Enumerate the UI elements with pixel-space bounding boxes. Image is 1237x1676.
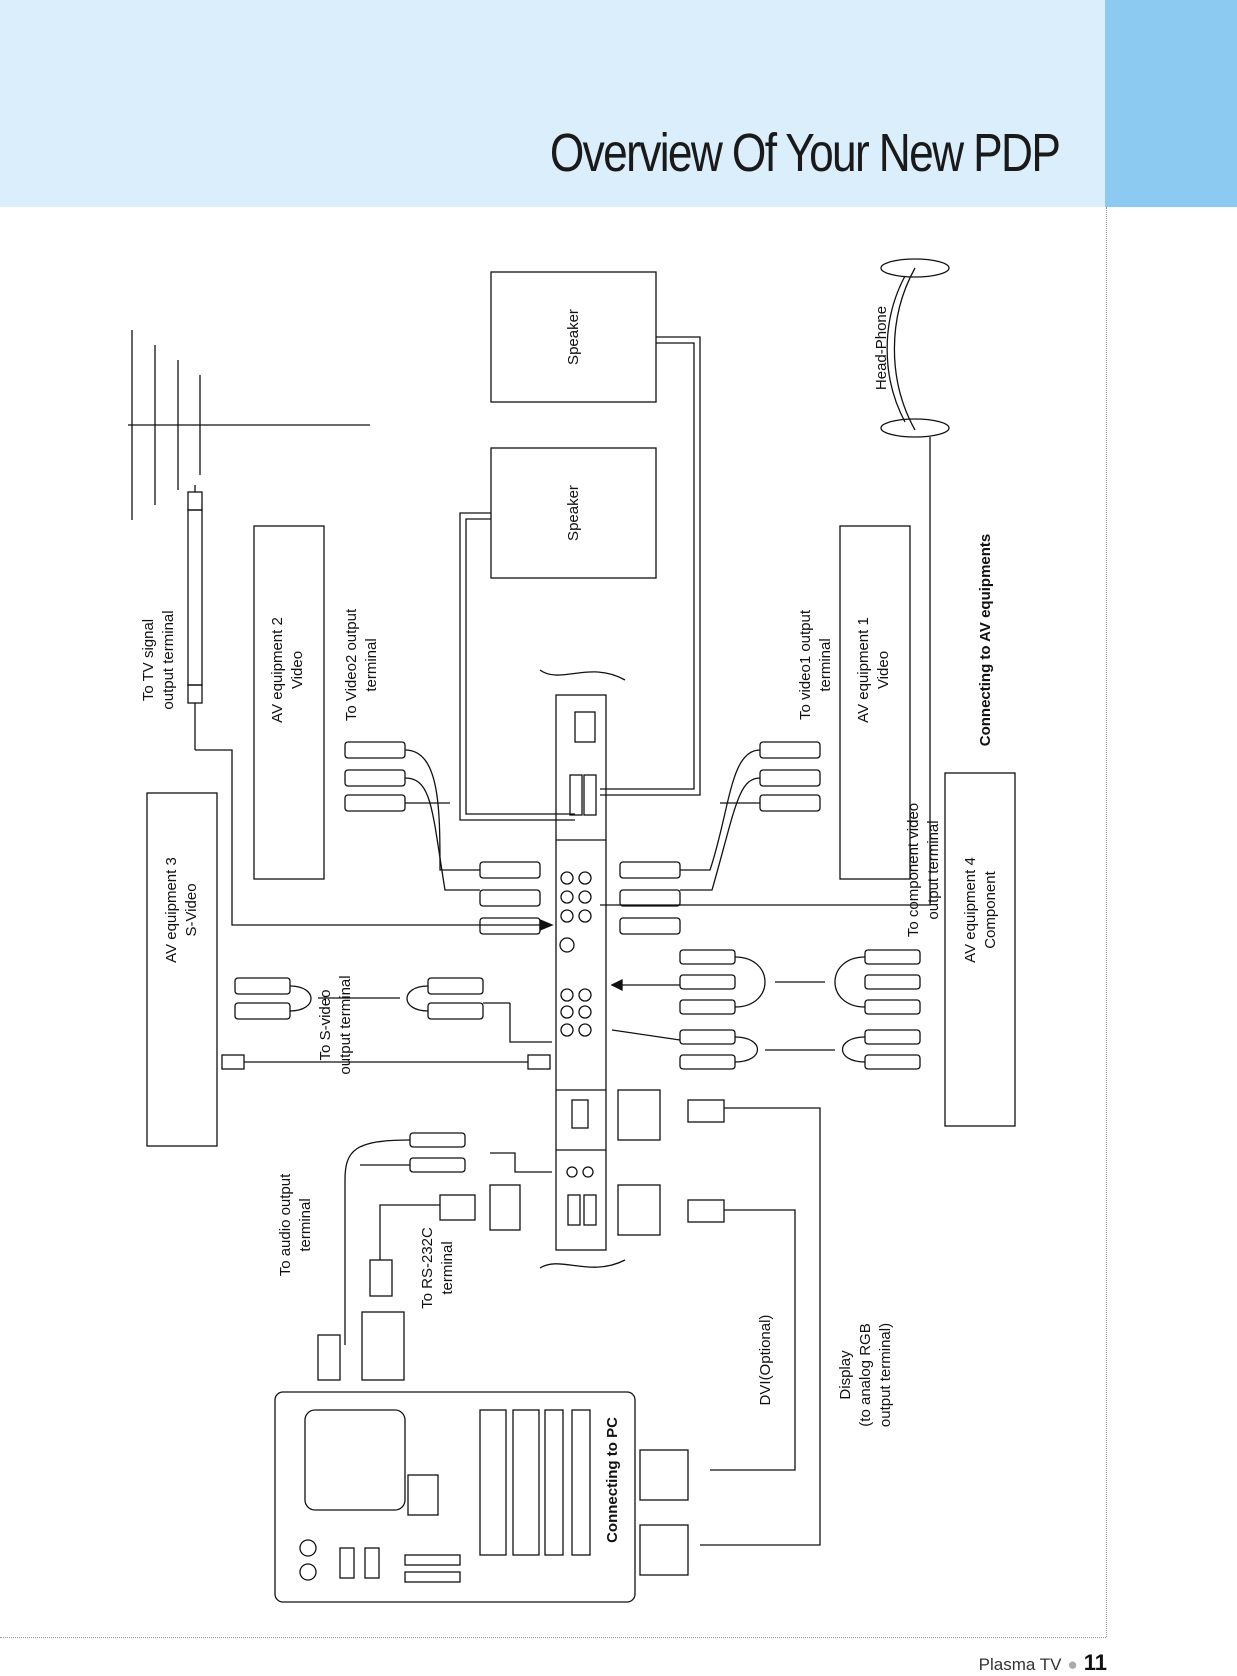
av3-svideo-cables	[221, 977, 552, 1070]
video2-label-2: terminal	[363, 638, 380, 691]
margin-divider-horizontal	[0, 1637, 1106, 1638]
av1-label-2: Video	[875, 651, 892, 689]
page-number: 11	[1083, 1650, 1107, 1675]
display-label-1: Display	[837, 1350, 854, 1400]
page-footer: Plasma TV ● 11	[979, 1650, 1107, 1676]
av4-label-2: Component	[982, 870, 999, 948]
connecting-av-title: Connecting to AV equipments	[977, 534, 994, 747]
header-band	[0, 0, 1105, 207]
svideo-label-1: To S-video	[317, 990, 334, 1061]
page-title: Overview Of Your New PDP	[549, 123, 1061, 183]
av3-label-1: AV equipment 3	[163, 857, 180, 963]
headphone-icon	[600, 258, 950, 906]
component-label-1: To component video	[905, 803, 922, 937]
footer-bullet: ●	[1067, 1655, 1078, 1674]
av1-label-1: AV equipment 1	[855, 617, 872, 723]
av2-rca-cables	[344, 741, 541, 935]
margin-divider-vertical	[1106, 207, 1107, 1637]
video1-label-1: To video1 output	[797, 609, 814, 720]
av4-label-1: AV equipment 4	[962, 857, 979, 963]
svideo-label-2: output terminal	[337, 975, 354, 1074]
connecting-pc-title: Connecting to PC	[604, 1417, 621, 1543]
pc-tower-icon	[274, 1391, 636, 1603]
component-label-2: output terminal	[925, 820, 942, 919]
av-equipment-1-box	[839, 525, 911, 880]
side-tab	[1105, 0, 1237, 207]
rs232-label-1: To RS-232C	[419, 1227, 436, 1309]
dvi-rgb-cables	[617, 1089, 821, 1576]
av2-label-2: Video	[289, 651, 306, 689]
tv-rear-panel	[539, 669, 626, 1269]
rs232-label-2: terminal	[439, 1241, 456, 1294]
footer-product: Plasma TV	[978, 1655, 1062, 1674]
antenna-icon	[128, 330, 370, 520]
video1-label-2: terminal	[817, 638, 834, 691]
av1-rca-cables	[619, 741, 821, 935]
audio-label-2: terminal	[297, 1198, 314, 1251]
dvi-label: DVI(Optional)	[757, 1315, 774, 1406]
speaker-bottom-label: Speaker	[565, 485, 582, 541]
headphone-label: Head-Phone	[873, 306, 890, 390]
video2-label-1: To Video2 output	[343, 608, 360, 721]
av4-component-cables	[610, 949, 921, 1070]
coax-cable	[187, 485, 554, 931]
tv-signal-label-1: To TV signal	[140, 619, 157, 701]
av2-label-1: AV equipment 2	[269, 617, 286, 723]
audio-label-1: To audio output	[277, 1173, 294, 1276]
av3-label-2: S-Video	[183, 883, 200, 936]
av-equipment-2-box	[253, 525, 325, 880]
tv-signal-label-2: output terminal	[160, 610, 177, 709]
speaker-wires	[459, 336, 701, 821]
speaker-top-label: Speaker	[565, 309, 582, 365]
av-equipment-4-box	[944, 772, 1016, 1127]
display-label-2: (to analog RGB	[857, 1323, 874, 1426]
pc-audio-rs232-cables	[317, 1132, 552, 1381]
av-equipment-3-box	[146, 792, 218, 1147]
display-label-3: output terminal)	[877, 1323, 894, 1427]
